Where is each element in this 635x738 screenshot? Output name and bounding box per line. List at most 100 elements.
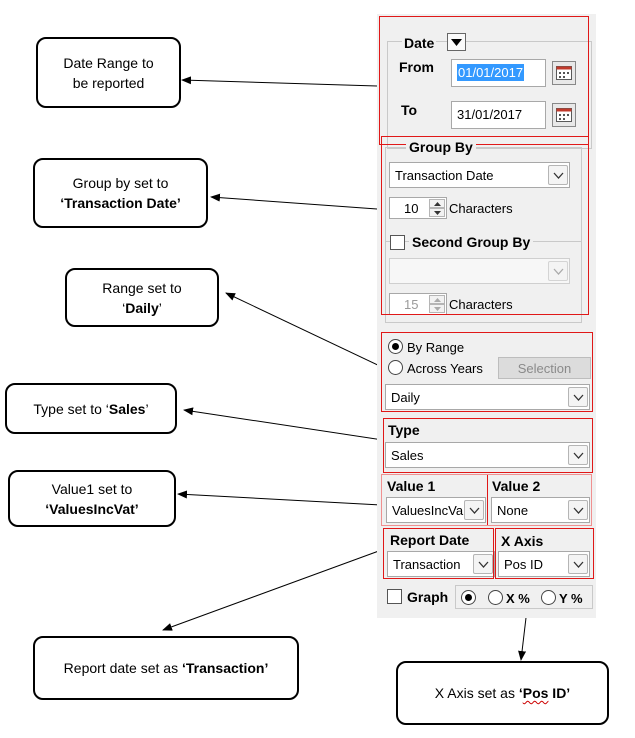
type-value: Sales: [391, 447, 424, 463]
spin-up-icon[interactable]: [429, 199, 445, 208]
callout-range-value: Daily: [125, 299, 159, 316]
second-group-by-characters-stepper[interactable]: 15: [389, 293, 447, 315]
range-select[interactable]: Daily: [385, 384, 590, 410]
x-axis-value: Pos ID: [504, 556, 544, 572]
selection-button[interactable]: Selection: [498, 357, 591, 379]
callout-range: Range set to ‘Daily’: [65, 268, 219, 327]
callout-type-value: Sales: [108, 400, 146, 417]
callout-type: Type set to ‘Sales’: [5, 383, 177, 434]
report-date-value: Transaction: [393, 556, 461, 572]
group-by-characters-label: Characters: [449, 201, 513, 216]
chevron-down-icon: [568, 445, 588, 465]
to-label: To: [401, 102, 418, 118]
chevron-down-icon: [568, 500, 588, 520]
group-by-value: Transaction Date: [395, 167, 494, 183]
graph-checkbox[interactable]: [387, 589, 402, 604]
spin-up-icon[interactable]: [429, 295, 445, 304]
callout-group-by-line1: Group by set to: [72, 175, 169, 191]
spin-down-icon[interactable]: [429, 208, 445, 217]
value-row-highlight: [381, 474, 592, 526]
value1-select[interactable]: ValuesIncVa: [386, 497, 486, 523]
by-range-label: By Range: [407, 340, 465, 355]
group-by-characters-value: 10: [404, 200, 419, 216]
report-settings-panel: Date From 01/01/2017 To 31/01/2017 Group…: [377, 14, 596, 618]
value1-label: Value 1: [387, 478, 436, 494]
date-label: Date: [402, 35, 437, 51]
calendar-icon: [556, 66, 572, 80]
callout-range-line1: Range set to: [102, 279, 182, 296]
graph-y-pct-label: Y %: [559, 591, 583, 606]
range-highlight: [381, 332, 593, 412]
selection-button-label: Selection: [517, 360, 572, 376]
callout-date-range-line1: Date Range to: [63, 54, 154, 71]
callout-date-range-line2: be reported: [72, 74, 145, 91]
group-by-label: Group By: [406, 139, 476, 155]
callout-group-by-value: ‘Transaction Date’: [60, 195, 181, 211]
x-axis-highlight: [495, 528, 594, 579]
calendar-icon: [556, 108, 572, 122]
value2-label: Value 2: [492, 478, 541, 494]
x-axis-select[interactable]: Pos ID: [498, 551, 590, 577]
callout-report-date-value: ‘Transaction’: [181, 660, 269, 676]
graph-value-radio[interactable]: [461, 590, 476, 605]
group-by-characters-stepper[interactable]: 10: [389, 197, 447, 219]
callout-value1: Value1 set to ‘ValuesIncVat’: [8, 470, 176, 527]
value1-value: ValuesIncVa: [392, 502, 464, 518]
callout-type-prefix: Type set to ‘: [33, 400, 109, 417]
to-date-value: 31/01/2017: [457, 107, 523, 122]
callout-value1-line1: Value1 set to: [51, 480, 133, 497]
second-group-by-select[interactable]: [389, 258, 570, 284]
date-group: [387, 41, 592, 149]
callout-value1-value: ‘ValuesIncVat’: [45, 500, 139, 517]
chevron-down-icon: [464, 500, 484, 520]
callout-x-axis: X Axis set as ‘Pos ID’: [396, 661, 609, 725]
callout-range-suffix: ’: [158, 299, 162, 316]
second-group-by-checkbox[interactable]: [390, 235, 405, 250]
chevron-down-icon: [473, 554, 493, 574]
graph-label: Graph: [407, 589, 449, 605]
to-date-field[interactable]: 31/01/2017: [451, 101, 546, 129]
report-date-highlight: [383, 528, 494, 579]
chevron-down-icon: [568, 554, 588, 574]
date-dropdown-button[interactable]: [447, 33, 466, 51]
arrow-group-by: [210, 193, 378, 210]
type-highlight: [383, 418, 593, 473]
callout-report-date-prefix: Report date set as: [63, 660, 182, 676]
chevron-down-icon: [548, 165, 568, 185]
arrow-value1: [177, 490, 382, 506]
across-years-label: Across Years: [407, 361, 483, 376]
range-value: Daily: [391, 389, 420, 405]
date-highlight: [379, 16, 589, 145]
by-range-radio[interactable]: [388, 339, 403, 354]
callout-x-axis-value-rest: ID’: [548, 685, 571, 701]
arrow-type: [183, 407, 384, 441]
callout-date-range: Date Range to be reported: [36, 37, 181, 108]
arrow-date-range: [181, 76, 378, 87]
spin-down-icon[interactable]: [429, 304, 445, 313]
group-by-select[interactable]: Transaction Date: [389, 162, 570, 188]
from-label: From: [399, 59, 434, 75]
across-years-radio[interactable]: [388, 360, 403, 375]
value2-select[interactable]: None: [491, 497, 590, 523]
arrow-range: [225, 292, 383, 368]
chevron-down-icon: [548, 261, 568, 281]
graph-y-pct-radio[interactable]: [541, 590, 556, 605]
from-date-field[interactable]: 01/01/2017: [451, 59, 546, 87]
callout-range-prefix: ‘: [122, 299, 126, 316]
type-select[interactable]: Sales: [385, 442, 590, 468]
graph-x-pct-radio[interactable]: [488, 590, 503, 605]
triangle-down-icon: [451, 38, 462, 46]
from-calendar-button[interactable]: [552, 61, 576, 85]
from-date-value: 01/01/2017: [457, 64, 525, 81]
type-label: Type: [388, 422, 420, 438]
to-calendar-button[interactable]: [552, 103, 576, 127]
report-date-select[interactable]: Transaction: [387, 551, 495, 577]
second-group-by-label: Second Group By: [409, 234, 534, 250]
graph-options-group: [455, 585, 593, 609]
value2-value: None: [497, 502, 529, 518]
callout-x-axis-open: ‘: [518, 685, 523, 701]
second-group-by-characters-label: Characters: [449, 297, 513, 312]
second-group-by-characters-value: 15: [404, 296, 419, 312]
group-by-highlight: [381, 136, 589, 315]
